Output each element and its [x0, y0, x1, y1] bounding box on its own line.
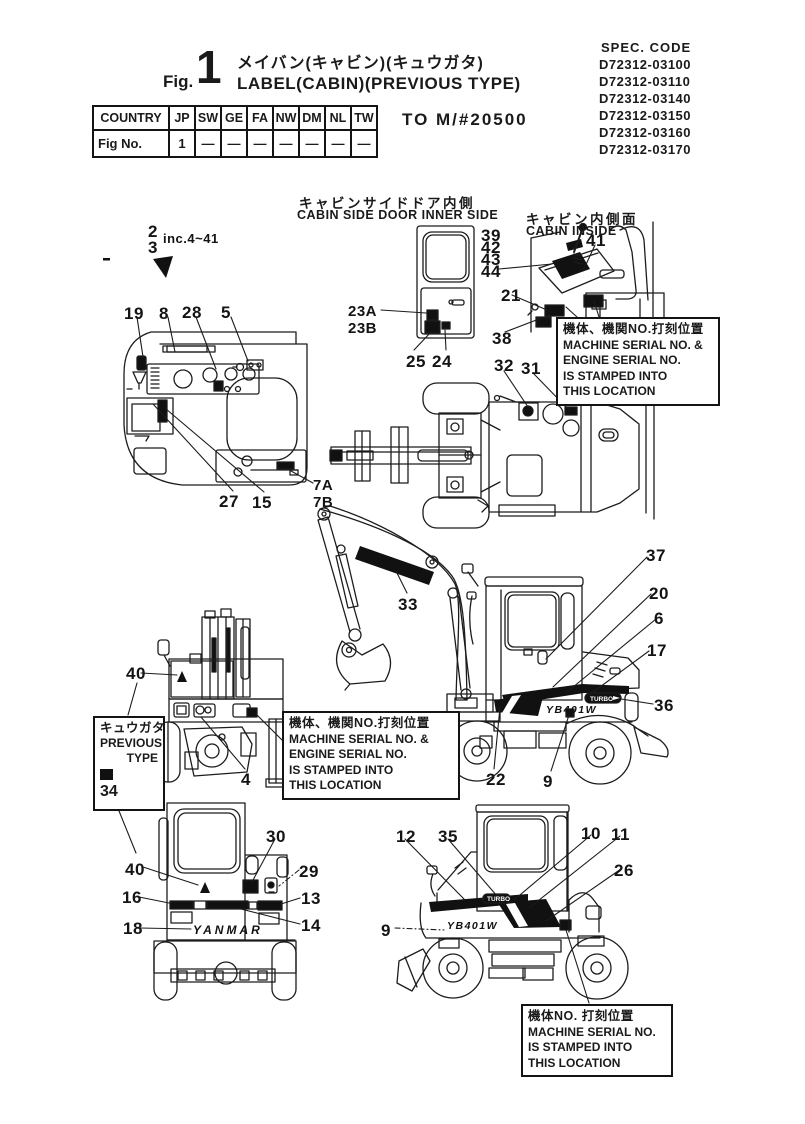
- page-title-jp: メイバン(キャビン)(キュウガタ): [237, 55, 484, 72]
- spec-code: D72312-03140: [599, 91, 692, 106]
- part-label-23A: 23A: [348, 303, 378, 320]
- part-label-7A: 7A: [313, 477, 334, 494]
- part-label-43: 43: [481, 250, 501, 269]
- model-decal-right: YB401W: [546, 704, 597, 716]
- cabin-inside-heading-jp: キャビン内側面: [526, 212, 638, 227]
- serial-note-jp: 機体、機関NO.打刻位置: [289, 716, 430, 730]
- part-label-17: 17: [647, 641, 667, 660]
- boom-drawing: YANMAR: [317, 505, 501, 722]
- turbo-decal-right: TURBO: [590, 696, 613, 703]
- part-label-15: 15: [252, 493, 272, 512]
- part-label-40-front: 40: [126, 664, 146, 683]
- part-label-38: 38: [492, 329, 512, 348]
- part-label-30: 30: [266, 827, 286, 846]
- model-decal-left: YB401W: [447, 920, 498, 932]
- part-label-2: 2: [148, 222, 158, 241]
- part-label-22: 22: [486, 770, 506, 789]
- fig-label: Fig.: [163, 72, 194, 91]
- rear-view-drawing: YANMAR: [153, 802, 297, 1001]
- part-label-10: 10: [581, 824, 601, 843]
- inc-arrow: [103, 256, 173, 278]
- part-label-34: 34: [100, 783, 118, 800]
- part-label-6: 6: [654, 609, 664, 628]
- part-label-41: 41: [586, 231, 606, 250]
- spec-code: D72312-03110: [599, 74, 691, 89]
- to-machine-number: TO M/#20500: [402, 110, 528, 129]
- part-label-12: 12: [396, 827, 416, 846]
- door-drawing: [416, 225, 475, 339]
- front-view-drawing: [156, 608, 287, 788]
- serial-note-box-top: 機体、機関NO.打刻位置 MACHINE SERIAL NO. & ENGINE…: [556, 317, 720, 406]
- spec-code: D72312-03100: [599, 57, 692, 72]
- previous-type-decal-square: [100, 769, 113, 780]
- part-label-14: 14: [301, 916, 321, 935]
- cabin-inside-drawing: [527, 221, 665, 333]
- part-label-11: 11: [611, 825, 630, 844]
- fig-no-cell: Fig No.: [92, 129, 170, 158]
- part-label-9-left: 9: [381, 921, 391, 940]
- part-label-5: 5: [221, 303, 231, 322]
- leader-lines: [116, 244, 657, 1004]
- part-label-9-right: 9: [543, 772, 553, 791]
- cabin-inside-heading-en: CABIN INSIDE: [526, 224, 617, 238]
- part-label-37: 37: [646, 546, 666, 565]
- part-label-23B: 23B: [348, 320, 378, 337]
- part-label-32: 32: [494, 356, 514, 375]
- part-label-3: 3: [148, 238, 158, 257]
- previous-type-box: キュウガタ PREVIOUS TYPE 34: [93, 716, 165, 811]
- part-label-42: 42: [481, 238, 501, 257]
- part-label-33: 33: [398, 595, 418, 614]
- part-label-18: 18: [123, 919, 143, 938]
- serial-note-box-middle: 機体、機関NO.打刻位置 MACHINE SERIAL NO. & ENGINE…: [282, 711, 460, 800]
- country-header-cell: COUNTRY: [92, 105, 170, 131]
- door-heading-en: CABIN SIDE DOOR INNER SIDE: [297, 208, 499, 222]
- inc-note: inc.4~41: [163, 231, 219, 246]
- serial-note-jp: 機体NO. 打刻位置: [528, 1009, 634, 1023]
- cabin-panel-drawing: [123, 331, 308, 486]
- part-label-27: 27: [219, 492, 239, 511]
- serial-note-jp: 機体、機関NO.打刻位置: [563, 322, 704, 336]
- fig-number: 1: [196, 41, 222, 93]
- part-label-25: 25: [406, 352, 426, 371]
- yanmar-rear-decal: YANMAR: [193, 923, 263, 937]
- part-label-8: 8: [159, 304, 169, 323]
- country-table-fig-row: Fig No. 1 — — — — — — —: [92, 129, 378, 158]
- part-label-29: 29: [299, 862, 319, 881]
- serial-note-box-bottom: 機体NO. 打刻位置 MACHINE SERIAL NO. IS STAMPED…: [521, 1004, 673, 1077]
- part-label-39: 39: [481, 226, 501, 245]
- page-title-en: LABEL(CABIN)(PREVIOUS TYPE): [237, 74, 521, 93]
- spec-code: D72312-03170: [599, 142, 692, 157]
- part-label-19: 19: [124, 304, 144, 323]
- right-side-view-drawing: YB401W TURBO: [446, 563, 669, 785]
- part-label-40-rear: 40: [125, 860, 145, 879]
- spec-code: D72312-03160: [599, 125, 692, 140]
- part-label-44: 44: [481, 262, 501, 281]
- spec-code: D72312-03150: [599, 108, 692, 123]
- country-table-header-row: COUNTRY JP SW GE FA NW DM NL TW: [92, 105, 378, 131]
- part-label-24: 24: [432, 352, 452, 371]
- part-label-20: 20: [649, 584, 669, 603]
- spec-code-title: SPEC. CODE: [601, 40, 692, 55]
- part-label-26: 26: [614, 861, 634, 880]
- part-label-4: 4: [241, 770, 251, 789]
- part-label-35: 35: [438, 827, 458, 846]
- part-label-36: 36: [654, 696, 674, 715]
- country-table: COUNTRY JP SW GE FA NW DM NL TW Fig No. …: [92, 105, 378, 158]
- previous-type-jp: キュウガタ: [100, 721, 166, 735]
- part-label-31: 31: [521, 359, 541, 378]
- door-heading-jp: キャビンサイドドア内側: [299, 196, 475, 211]
- part-label-21: 21: [501, 286, 521, 305]
- left-side-view-drawing: YB401W TURBO: [396, 804, 629, 1000]
- turbo-decal-left: TURBO: [487, 896, 510, 903]
- part-label-7B: 7B: [313, 494, 334, 511]
- part-label-16: 16: [122, 888, 142, 907]
- part-label-13: 13: [301, 889, 321, 908]
- part-label-28: 28: [182, 303, 202, 322]
